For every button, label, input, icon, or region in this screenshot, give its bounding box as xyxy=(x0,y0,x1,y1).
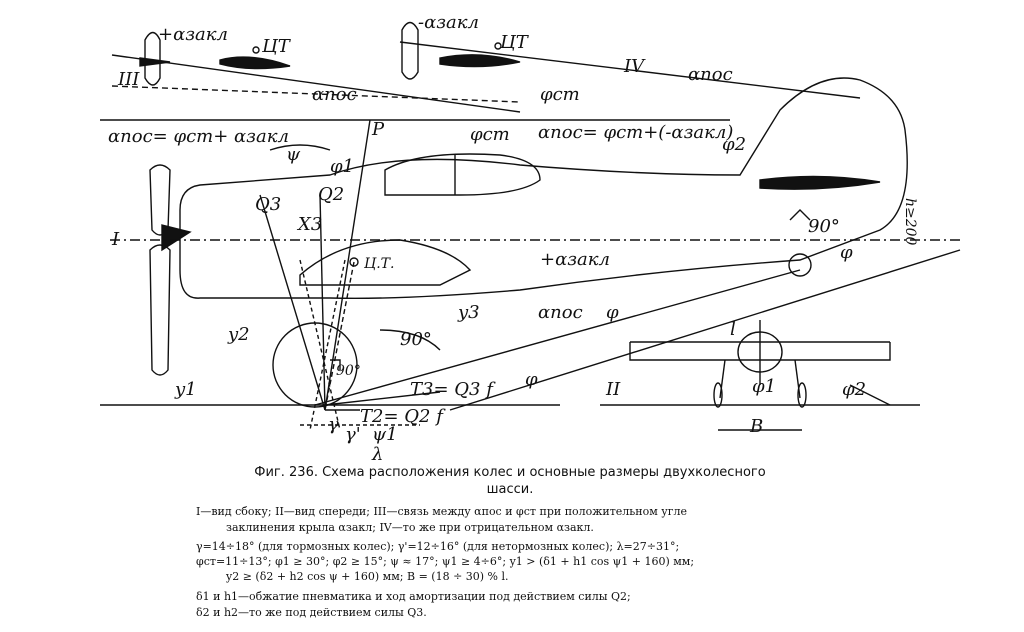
label-phi-st-mid: φст xyxy=(540,84,580,105)
front-strut-left xyxy=(719,359,726,399)
spinner-iii xyxy=(139,57,171,67)
figure-caption-line1: Фиг. 236. Схема расположения колес и осн… xyxy=(254,465,766,480)
chord-line-iii xyxy=(111,85,521,103)
label-eq-right: αпос= φст+(-αзакл) xyxy=(538,122,733,143)
tail-down-line xyxy=(314,269,801,406)
label-alpha-zakl-pos: +αзакл xyxy=(158,24,228,45)
figure-note-3: γ=14÷18° (для тормозных колес); γ'=12÷16… xyxy=(196,540,680,553)
spinner-i xyxy=(161,224,192,252)
figure-note-4: φст=11÷13°; φ1 ≥ 30°; φ2 ≥ 15°; ψ ≈ 17°;… xyxy=(196,555,695,568)
cg-marker-iii xyxy=(252,46,260,54)
label-angle90-b: 90° xyxy=(336,363,361,379)
thrust-line-iii xyxy=(111,54,521,113)
wing-root xyxy=(299,239,472,286)
right-angle-mark xyxy=(330,359,341,370)
figure-note-1: I—вид сбоку; II—вид спереди; III—связь м… xyxy=(196,505,688,518)
label-phi-ground: φ xyxy=(525,369,538,390)
strut-dashed-b xyxy=(309,259,346,431)
fuselage-side-view xyxy=(110,77,960,376)
figure-note-2: заклинения крыла αзакл; IV—то же при отр… xyxy=(226,521,594,534)
label-gamma: γ xyxy=(328,414,339,435)
front-strut-right xyxy=(794,359,801,399)
front-view xyxy=(600,320,920,431)
t3-arrow xyxy=(324,391,441,406)
diagram-labels: III IV I II +αзакл -αзакл ЦТ ЦТ αпос αпо… xyxy=(108,12,918,465)
figure-note-6: δ1 и h1—обжатие пневматика и ход амортиз… xyxy=(196,590,631,603)
label-phi-tail: φ xyxy=(840,242,853,263)
airfoil-iv xyxy=(439,54,521,68)
tail-ground-line xyxy=(449,249,961,411)
label-ct-right: ЦТ xyxy=(499,32,530,53)
label-y1: y1 xyxy=(174,379,197,400)
label-alpha-zakl-neg: -αзакл xyxy=(418,12,479,33)
label-phi1: φ1 xyxy=(330,156,354,177)
airfoil-iii xyxy=(219,56,291,70)
p-line xyxy=(324,119,371,411)
q3-line xyxy=(259,194,326,411)
label-front-phi1: φ1 xyxy=(752,376,776,397)
label-t2: T2= Q2 f xyxy=(360,406,446,427)
front-wheel-right xyxy=(797,382,807,408)
label-angle90-c: 90° xyxy=(808,216,840,237)
label-alpha-pos-right: αпос xyxy=(688,64,733,85)
label-y3: y3 xyxy=(457,302,480,323)
label-phi2-top: φ2 xyxy=(722,134,746,155)
label-alpha-pos-left: αпос xyxy=(312,84,357,105)
label-view-i: I xyxy=(111,229,120,250)
label-lambda: λ xyxy=(371,444,383,465)
label-ct-left: ЦТ xyxy=(261,36,292,57)
propeller-blade-upper xyxy=(149,164,171,236)
label-y2: y2 xyxy=(227,324,250,345)
tail-90-mark xyxy=(789,209,811,221)
psi-arc xyxy=(269,144,331,151)
propeller-iii xyxy=(144,31,161,86)
label-eq-left: αпос= φст+ αзакл xyxy=(108,126,289,147)
figure-note-5: y2 ≥ (δ2 + h2 cos ψ + 160) мм; B = (18 ÷… xyxy=(226,570,509,583)
figure-caption-line2: шасси. xyxy=(486,482,534,497)
view-iii-sketch xyxy=(111,31,521,113)
label-angle90-a: 90° xyxy=(400,329,432,350)
propeller-blade-lower xyxy=(149,244,171,376)
label-l: l xyxy=(730,319,736,340)
label-b: B xyxy=(749,416,763,437)
tail-wheel xyxy=(788,253,812,277)
label-view-iii: III xyxy=(117,69,140,90)
label-front-phi2: φ2 xyxy=(842,379,866,400)
canopy xyxy=(384,153,541,196)
front-wheel-left xyxy=(713,382,723,408)
thrust-line-iv xyxy=(399,41,861,99)
label-p: P xyxy=(371,119,385,140)
tail-airfoil xyxy=(759,175,881,190)
angle90-arc xyxy=(379,329,441,351)
label-t3: T3= Q3 f xyxy=(410,379,496,400)
main-gear-geometry xyxy=(259,119,811,431)
label-view-iv: IV xyxy=(623,56,646,77)
cg-to-wheel xyxy=(324,261,355,411)
label-ct-fuselage: Ц.Т. xyxy=(364,256,394,272)
strut-dashed-a xyxy=(299,259,341,431)
propeller-iv xyxy=(401,21,419,80)
label-alpha-zakl-body: +αзакл xyxy=(540,249,610,270)
label-q2: Q2 xyxy=(318,184,344,205)
label-psi1: ψ1 xyxy=(372,424,398,445)
cg-marker-iv xyxy=(494,42,502,50)
label-h-200: h≥200 xyxy=(902,198,918,246)
q2-line xyxy=(319,194,326,411)
label-alpha-pos-body: αпос xyxy=(538,302,583,323)
phi2-line xyxy=(849,384,891,406)
label-phi-body: φ xyxy=(606,302,619,323)
fuselage-outline xyxy=(179,77,908,300)
figure-note-7: δ2 и h2—то же под действием силы Q3. xyxy=(196,606,427,619)
label-x3: X3 xyxy=(296,214,322,235)
view-iv-sketch xyxy=(399,21,861,99)
label-gamma-prime: γ' xyxy=(345,424,361,445)
label-psi: ψ xyxy=(286,144,301,165)
cg-marker-i xyxy=(349,257,359,267)
label-q3: Q3 xyxy=(255,194,281,215)
label-phi-st-small: φст xyxy=(470,124,510,145)
label-view-ii: II xyxy=(605,379,621,400)
